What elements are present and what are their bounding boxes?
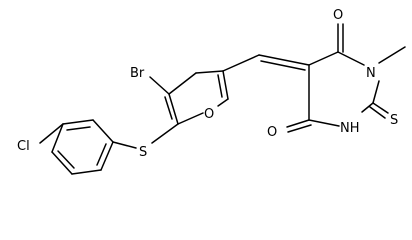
bond — [195, 70, 224, 74]
bond — [217, 98, 229, 107]
bond — [378, 46, 406, 64]
atom-label-s-thioether: S — [139, 145, 147, 160]
bond — [287, 124, 312, 133]
bond — [308, 119, 340, 127]
atom-label-s-thione: S — [390, 113, 398, 128]
bond — [51, 151, 73, 175]
bond — [286, 119, 310, 128]
atom-label-n-methyl: N — [366, 66, 376, 81]
bond — [62, 119, 94, 125]
bond — [100, 141, 114, 171]
atom-label-cl: Cl — [17, 139, 30, 154]
atom-label-nh: NH — [340, 121, 360, 136]
bond — [260, 60, 306, 71]
bond — [372, 102, 389, 114]
atom-labels: Br O S Cl O O N NH S — [17, 8, 398, 160]
atom-label-o-bottom: O — [267, 125, 277, 140]
bond — [222, 70, 229, 100]
atom-label-o-top: O — [333, 8, 343, 23]
bond — [151, 123, 179, 144]
molecule-structure-diagram: Br O S Cl O O N NH S — [17, 8, 406, 175]
bond — [71, 169, 102, 175]
atom-label-o-furan: O — [204, 107, 214, 122]
bond — [222, 54, 260, 72]
atom-label-br: Br — [130, 66, 145, 81]
bond — [168, 93, 179, 125]
bond — [217, 74, 223, 98]
bond — [66, 126, 91, 131]
bond — [112, 141, 137, 149]
bond — [308, 51, 339, 66]
bond — [258, 54, 310, 66]
bond — [164, 96, 173, 120]
bond — [372, 80, 380, 104]
bond — [369, 106, 386, 119]
bond — [168, 72, 197, 95]
bond — [92, 119, 114, 143]
bond — [337, 51, 365, 66]
bond — [361, 102, 374, 113]
bond-lines — [39, 23, 406, 175]
bond — [51, 123, 64, 153]
bond — [39, 123, 64, 144]
bond — [177, 112, 204, 125]
bond — [57, 150, 75, 169]
bond — [96, 143, 107, 166]
bond — [149, 76, 170, 95]
